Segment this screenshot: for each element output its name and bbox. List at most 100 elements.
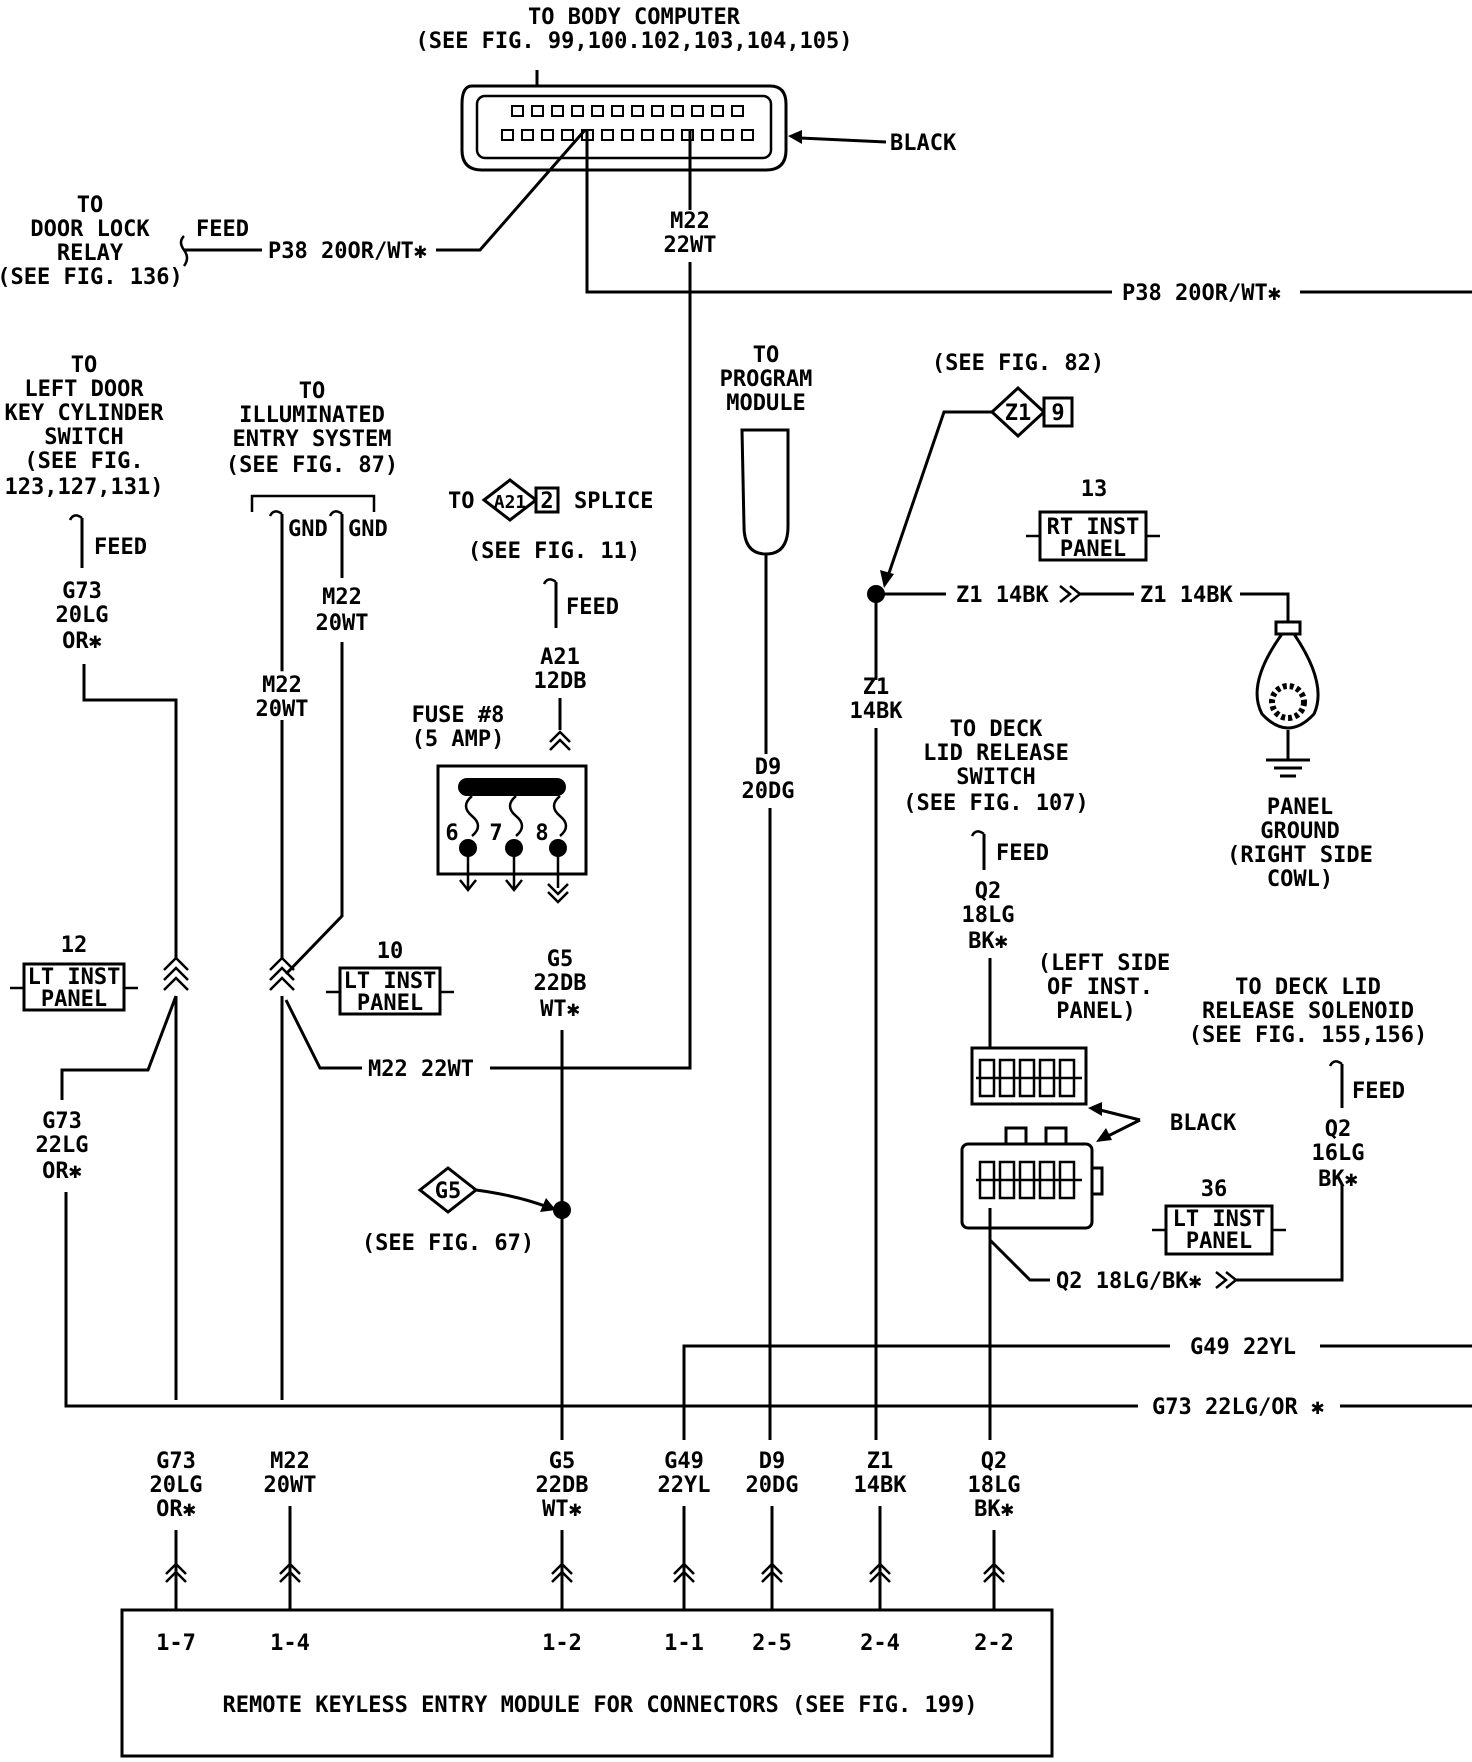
g5-id: G5 <box>435 1179 462 1204</box>
lt-inst-12-line-2: PANEL <box>41 987 107 1012</box>
fuse-terminal-7 <box>505 839 523 857</box>
door-lock-line-3: RELAY <box>57 241 124 266</box>
splice-feed: FEED <box>566 595 619 620</box>
module-wire-label: BK✱ <box>974 1497 1014 1522</box>
fig82-ref: (SEE FIG. 82) <box>932 351 1104 376</box>
lt-inst-panel-10: 10 LT INST PANEL <box>326 939 454 1016</box>
deck-switch-feed: FEED <box>996 841 1049 866</box>
fuse-pin-6: 6 <box>445 821 458 846</box>
deck-switch-line-1: TO DECK <box>950 717 1043 742</box>
ground-crimp <box>1274 620 1302 636</box>
left-door-line-4: SWITCH <box>44 425 123 450</box>
module-connector-chevron <box>673 1562 695 1583</box>
body-computer-pin <box>641 129 654 141</box>
splice-wire-2: 12DB <box>534 669 587 694</box>
fuse-element-7 <box>508 795 524 837</box>
deck-lid-solenoid: TO DECK LID RELEASE SOLENOID (SEE FIG. 1… <box>1189 975 1427 1192</box>
illuminated-left-wire-1: M22 <box>262 673 302 698</box>
deck-switch-line-3: SWITCH <box>956 765 1035 790</box>
g73-left-1: G73 <box>42 1109 82 1134</box>
lt-inst-panel-36: 36 LT INST PANEL <box>1152 1177 1286 1256</box>
q2-solenoid-run <box>1236 1184 1344 1282</box>
module-wire-label: 20LG <box>150 1473 203 1498</box>
lt-inst-36-num: 36 <box>1201 1177 1228 1202</box>
black-pointer-lower-head <box>1096 1128 1112 1142</box>
module-wire-label: G49 <box>664 1449 704 1474</box>
g73-right-label: G73 22LG/OR ✱ <box>1152 1395 1324 1420</box>
module-box <box>120 1608 1054 1758</box>
z1-vertical-1: Z1 <box>863 675 890 700</box>
solenoid-wire-3: BK✱ <box>1318 1167 1358 1192</box>
lower-connector <box>960 1142 1094 1230</box>
m22-top-wire: M22 22WT <box>490 130 716 1070</box>
ground-star-washer <box>1269 683 1307 721</box>
body-computer-pin <box>591 105 604 117</box>
m22-top-label-1: M22 <box>670 209 710 234</box>
upper-connector <box>970 1046 1088 1106</box>
body-computer-pins-top <box>511 105 744 117</box>
left-door-line-1: TO <box>71 353 98 378</box>
body-computer-pin <box>531 105 544 117</box>
module-wire-label: M22 <box>270 1449 310 1474</box>
panel-ground-line-2: GROUND <box>1260 819 1339 844</box>
rt-inst-line-1: RT INST <box>1047 515 1140 540</box>
program-wire-1: D9 <box>755 755 782 780</box>
module-wire-label: D9 <box>759 1449 786 1474</box>
g49-right-label: G49 22YL <box>1190 1335 1296 1360</box>
gnd1-symbol <box>268 510 283 517</box>
body-computer-pin <box>711 105 724 117</box>
deck-switch-feed-symbol <box>970 830 985 837</box>
fuse-terminal-8 <box>549 839 567 857</box>
left-door-line-3: KEY CYLINDER <box>5 401 165 426</box>
left-door-line-5: (SEE FIG. <box>24 449 143 474</box>
left-door-key-cylinder: TO LEFT DOOR KEY CYLINDER SWITCH (SEE FI… <box>5 353 178 1400</box>
m22-22wt-junction <box>284 999 362 1070</box>
connector-12-chevron <box>163 956 189 991</box>
fuse-out-2: 22DB <box>534 971 587 996</box>
body-computer-color: BLACK <box>890 131 957 156</box>
fuse-amp: (5 AMP) <box>412 727 505 752</box>
module-wire-label: OR✱ <box>156 1497 196 1522</box>
splice-num-box <box>534 486 560 514</box>
door-lock-line-2: DOOR LOCK <box>30 217 150 242</box>
solenoid-wire-1: Q2 <box>1325 1117 1352 1142</box>
m22-20wt-right-run <box>284 642 344 976</box>
rt-inst-line-2: PANEL <box>1060 537 1126 562</box>
lt-inst-10-num: 10 <box>377 939 404 964</box>
g5-pointer <box>475 1188 551 1210</box>
module-pin-label: 1-2 <box>542 1631 582 1656</box>
g73-left-3: OR✱ <box>42 1159 82 1184</box>
lower-connector-latch-1 <box>1004 1126 1028 1146</box>
body-computer-pins-bottom <box>501 129 754 141</box>
splice-ref: (SEE FIG. 11) <box>468 539 640 564</box>
module-title: REMOTE KEYLESS ENTRY MODULE FOR CONNECTO… <box>223 1693 978 1718</box>
fuse-element-6 <box>464 795 480 837</box>
module-wire-label: G5 <box>549 1449 576 1474</box>
illuminated-bracket <box>250 494 376 512</box>
fuse-pin-7: 7 <box>489 821 502 846</box>
illuminated-right-wire-2: 20WT <box>316 611 369 636</box>
solenoid-line-3: (SEE FIG. 155,156) <box>1189 1023 1427 1048</box>
lower-connector-tab <box>1090 1166 1104 1196</box>
upper-connector-cavities <box>978 1058 1076 1098</box>
left-door-line-2: LEFT DOOR <box>24 377 144 402</box>
deck-lid-switch: TO DECK LID RELEASE SWITCH (SEE FIG. 107… <box>903 717 1089 1052</box>
illuminated-line-3: ENTRY SYSTEM <box>233 427 392 452</box>
connector-10-chevron <box>269 956 295 991</box>
left-side-line-2: OF INST. <box>1047 975 1153 1000</box>
z1-pointer-arrowhead <box>880 570 894 588</box>
body-computer-pin <box>721 129 734 141</box>
left-door-feed-symbol <box>68 514 83 521</box>
body-computer-pin <box>611 105 624 117</box>
m22-main-run <box>490 262 692 1070</box>
lt-inst-10-line-2: PANEL <box>357 991 423 1016</box>
illuminated-line-1: TO <box>299 379 326 404</box>
door-lock-line-1: TO <box>77 193 104 218</box>
module-pin-label: 1-7 <box>156 1631 196 1656</box>
body-computer-pin <box>541 129 554 141</box>
left-door-feed: FEED <box>94 535 147 560</box>
splice-label: SPLICE <box>574 489 653 514</box>
illuminated-right-wire-1: M22 <box>322 585 362 610</box>
